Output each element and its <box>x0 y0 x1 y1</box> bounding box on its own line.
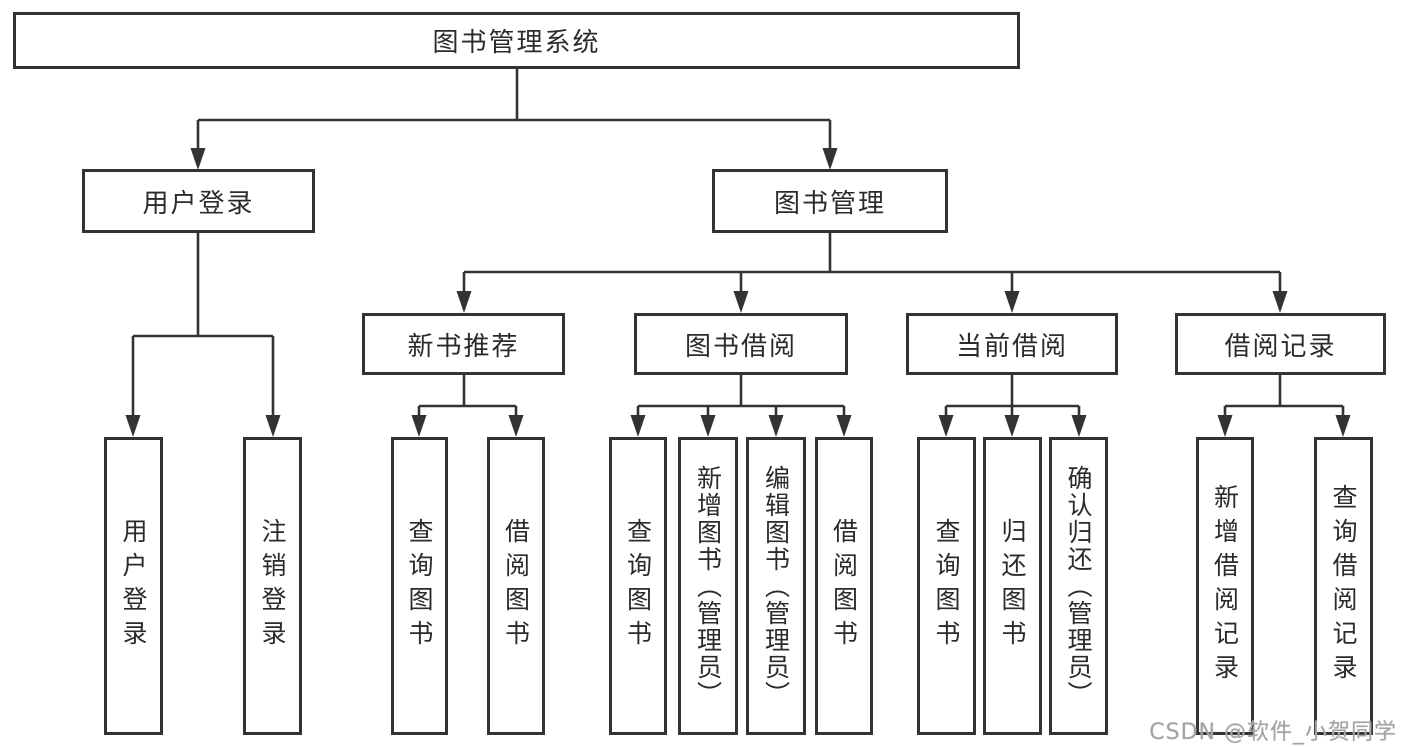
leaf-query-borrow-record-label: 查询借阅记录 <box>1329 484 1358 688</box>
node-book-borrow: 图书借阅 <box>634 313 848 375</box>
leaf-edit-books-admin: 编辑图书（管理员） <box>746 437 806 735</box>
leaf-query-books-recommend-label: 查询图书 <box>405 518 434 654</box>
leaf-query-books-current: 查询图书 <box>917 437 976 735</box>
leaf-query-books-borrow-label: 查询图书 <box>623 518 653 654</box>
node-borrow-records: 借阅记录 <box>1175 313 1386 375</box>
leaf-edit-books-admin-label: 编辑图书（管理员） <box>761 464 791 708</box>
leaf-confirm-return-admin: 确认归还（管理员） <box>1049 437 1108 735</box>
node-borrow-records-label: 借阅记录 <box>1224 331 1337 362</box>
leaf-logout: 注销登录 <box>243 437 302 735</box>
leaf-borrow-books-label: 借阅图书 <box>829 518 859 654</box>
node-current-borrow-label: 当前借阅 <box>955 331 1068 362</box>
leaf-borrow-books-recommend: 借阅图书 <box>487 437 545 735</box>
node-new-book-recommend: 新书推荐 <box>362 313 565 375</box>
leaf-query-books-borrow: 查询图书 <box>609 437 667 735</box>
leaf-add-borrow-record: 新增借阅记录 <box>1196 437 1254 735</box>
leaf-return-books: 归还图书 <box>983 437 1042 735</box>
leaf-query-borrow-record: 查询借阅记录 <box>1314 437 1373 735</box>
node-book-management-branch: 图书管理 <box>712 169 948 233</box>
leaf-return-books-label: 归还图书 <box>998 518 1027 654</box>
leaf-confirm-return-admin-label: 确认归还（管理员） <box>1064 464 1093 708</box>
node-system-root: 图书管理系统 <box>13 12 1020 69</box>
node-user-login-branch: 用户登录 <box>82 169 315 233</box>
leaf-query-books-current-label: 查询图书 <box>932 518 961 654</box>
node-current-borrow: 当前借阅 <box>906 313 1118 375</box>
node-new-book-recommend-label: 新书推荐 <box>407 331 520 362</box>
leaf-add-books-admin-label: 新增图书（管理员） <box>693 464 723 708</box>
leaf-borrow-books: 借阅图书 <box>815 437 873 735</box>
leaf-query-books-recommend: 查询图书 <box>391 437 448 735</box>
leaf-add-books-admin: 新增图书（管理员） <box>678 437 738 735</box>
node-user-login-branch-label: 用户登录 <box>142 188 255 219</box>
leaf-user-login-label: 用户登录 <box>119 518 148 654</box>
node-system-root-label: 图书管理系统 <box>432 28 601 58</box>
leaf-logout-label: 注销登录 <box>258 518 287 654</box>
csdn-watermark: CSDN @软件_小贺同学 <box>1149 720 1397 745</box>
node-book-borrow-label: 图书借阅 <box>684 331 797 362</box>
leaf-user-login: 用户登录 <box>104 437 163 735</box>
node-book-management-branch-label: 图书管理 <box>773 188 886 219</box>
leaf-borrow-books-recommend-label: 借阅图书 <box>501 518 531 654</box>
leaf-add-borrow-record-label: 新增借阅记录 <box>1210 484 1240 688</box>
